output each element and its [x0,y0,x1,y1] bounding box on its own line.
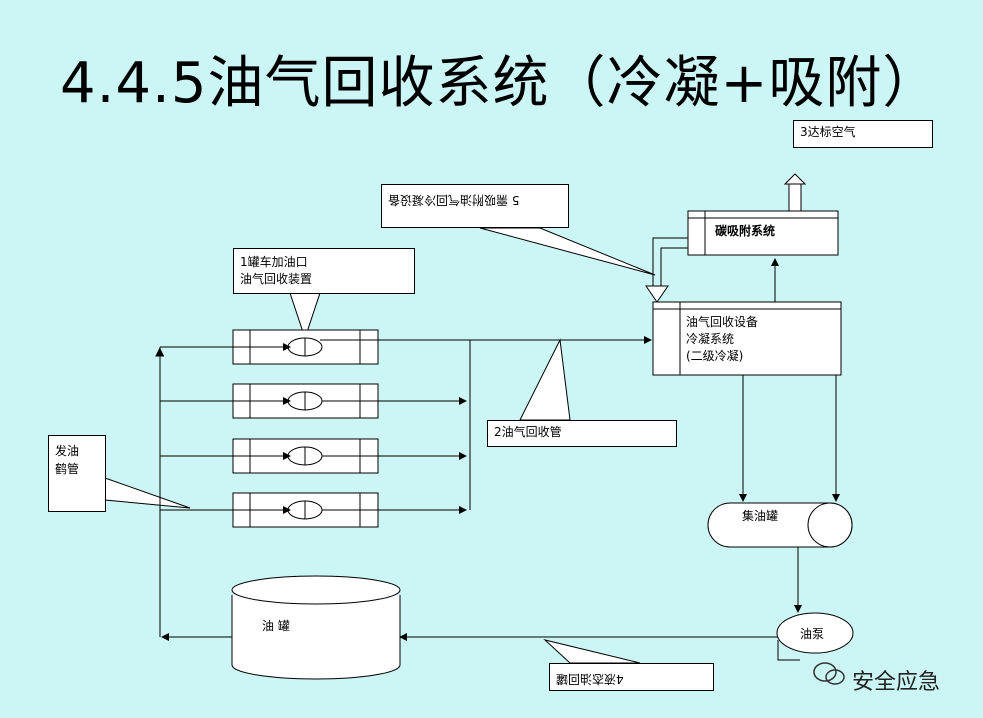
collector-label: 集油罐 [742,509,779,523]
note-flipped-box: 5 需吸附油气回冷凝设备 [381,184,569,228]
wechat-icon [813,662,845,685]
clean-air-label: 3达标空气 [800,125,856,139]
pump-shape [776,612,854,661]
dispatch-lines [155,343,291,637]
dispatch-label-2: 鹤管 [55,462,80,476]
return-note-label: 4液态油回罐 [556,672,624,686]
recovery-label-2: 冷凝系统 [686,332,735,346]
tanker-label-2: 油气回收装置 [240,272,313,286]
pump-label: 油泵 [800,627,825,641]
air-outlet-arrow [783,173,807,213]
storage-tank-shape [231,575,401,680]
pipe2-label: 2油气回收管 [494,425,562,439]
tanker-rows [232,329,379,528]
carbon-return-arrow [645,237,688,303]
recovery-label: 油气回收设备 冷凝系统 (二级冷凝) [686,314,758,365]
watermark-text: 安全应急 [852,670,941,695]
callout-note5-pointer [479,227,656,276]
note-flipped-label: 5 需吸附油气回冷凝设备 [388,193,520,207]
tanker-label-1: 1罐车加油口 [240,255,308,269]
page-title: 4.4.5油气回收系统（冷凝+吸附） [60,51,940,116]
callout-pipe2-pointer [519,338,571,421]
recovery-label-1: 油气回收设备 [686,315,759,329]
dispatch-label-1: 发油 [55,444,80,458]
return-note-box: 4液态油回罐 [549,663,714,691]
recovery-label-3: (二级冷凝) [686,349,744,363]
dispatch-callout: 发油 鹤管 [48,435,106,512]
vapor-lines [320,336,652,514]
recovery-box-shape [652,301,842,376]
pipe2-callout: 2油气回收管 [487,420,677,447]
collector-tank-shape [707,502,853,548]
clean-air-box: 3达标空气 [793,120,933,148]
callout-dispatch-pointer [104,477,191,509]
tanker-callout: 1罐车加油口 油气回收装置 [233,248,415,294]
callout-return-pointer [543,639,641,664]
carbon-label: 碳吸附系统 [715,224,776,238]
tank-label: 油 罐 [262,619,290,633]
